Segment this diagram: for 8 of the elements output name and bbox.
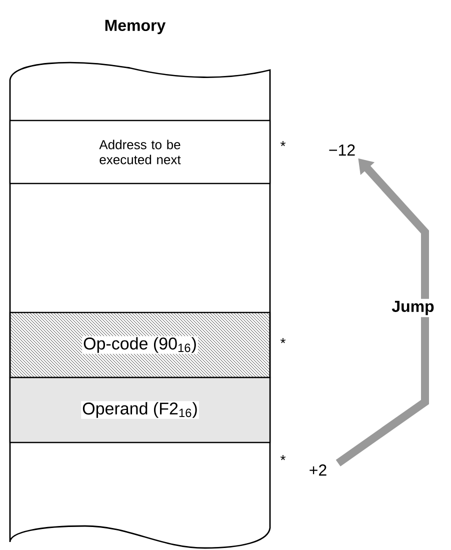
offset-label: −12 xyxy=(329,144,355,156)
memory-cell: Address to be executed next xyxy=(9,120,271,184)
offset-label: +2 xyxy=(310,464,326,476)
shaded-memory-cell: Operand (F2$_{16}$) xyxy=(9,376,271,444)
asterisk: * xyxy=(280,455,286,460)
asterisk: * xyxy=(280,338,286,344)
node-label: Memory xyxy=(105,20,166,34)
edge-label: Jump xyxy=(390,298,436,318)
